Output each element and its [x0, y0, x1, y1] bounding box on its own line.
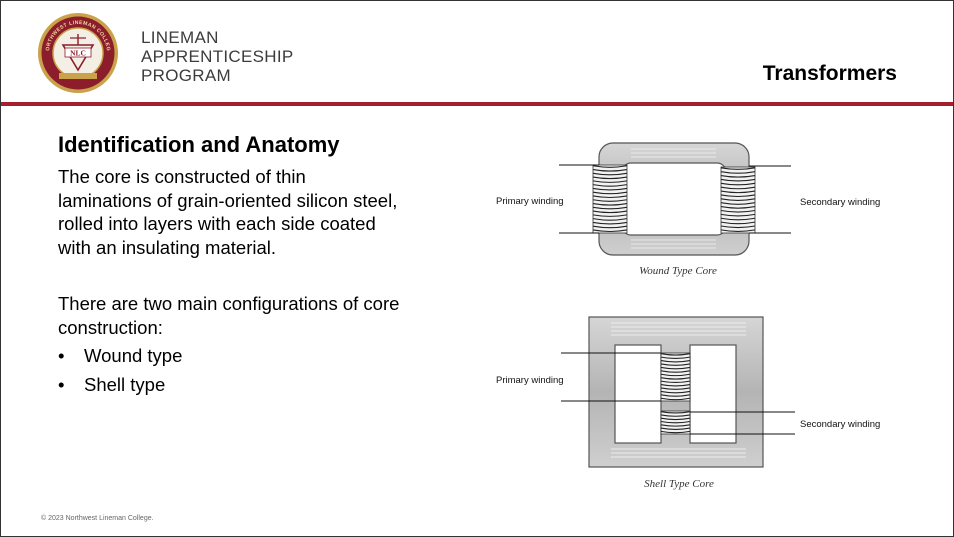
coil-turn	[592, 191, 628, 195]
copyright-footer: © 2023 Northwest Lineman College.	[41, 515, 154, 522]
coil-body	[592, 164, 628, 234]
coil-turn	[660, 397, 691, 401]
coil-turn	[660, 414, 691, 417]
coil-turn	[720, 175, 756, 178]
coil-turn	[720, 217, 756, 221]
coil-turn	[660, 417, 691, 421]
coil-body	[660, 352, 691, 402]
shell-core-diagram: Primary winding Secondary winding Shell …	[496, 316, 880, 490]
coil-turn	[592, 214, 628, 217]
right-window	[689, 344, 737, 444]
coil-turn	[592, 195, 628, 199]
wound-core-diagram: Primary winding Secondary winding Wound …	[496, 142, 880, 277]
coil-turn	[720, 178, 756, 182]
coil-turn	[720, 198, 756, 201]
coil-turn	[720, 182, 756, 186]
bullet-list: • Wound type • Shell type	[58, 344, 182, 402]
coil-turn	[660, 390, 691, 394]
coil-turn	[720, 171, 756, 174]
secondary-winding-label: Secondary winding	[800, 419, 880, 430]
secondary-coil	[720, 166, 756, 234]
primary-coil	[592, 164, 628, 234]
coil-turn	[660, 377, 691, 380]
coil-turn	[660, 384, 691, 387]
coil-turn	[592, 199, 628, 202]
primary-winding-label: Primary winding	[496, 375, 564, 386]
coil-turn	[592, 202, 628, 206]
coil-turn	[592, 165, 628, 168]
shell-core-caption: Shell Type Core	[644, 478, 714, 490]
coil-turn	[660, 430, 691, 434]
left-window	[614, 344, 662, 444]
primary-coil	[660, 352, 691, 402]
bullet-icon: •	[58, 345, 65, 366]
coil-turn	[660, 420, 691, 424]
svg-text:NLC: NLC	[70, 49, 86, 58]
program-name: LINEMAN APPRENTICESHIP PROGRAM	[141, 28, 294, 85]
coil-turn	[720, 213, 756, 217]
coil-turn	[660, 380, 691, 384]
coil-turn	[720, 194, 756, 198]
coil-turn	[720, 167, 756, 170]
coil-turn	[720, 229, 756, 232]
coil-turn	[720, 190, 756, 194]
program-line-3: PROGRAM	[141, 66, 231, 85]
coil-turn	[660, 360, 691, 363]
nlc-seal-logo: NLC NORTHWEST LINEMAN COLLEGE	[37, 12, 118, 93]
coil-turn	[592, 218, 628, 221]
coil-turn	[660, 373, 691, 377]
coil-turn	[660, 424, 691, 427]
bullet-text: Shell type	[84, 374, 166, 395]
slide-header: NLC NORTHWEST LINEMAN COLLEGE LINEMAN AP…	[1, 1, 953, 103]
coil-turn	[720, 225, 756, 229]
coil-turn	[592, 168, 628, 172]
coil-turn	[592, 180, 628, 183]
coil-turn	[592, 172, 628, 176]
wound-core-caption: Wound Type Core	[639, 265, 717, 277]
coil-turn	[592, 225, 628, 229]
secondary-winding-label: Secondary winding	[800, 197, 880, 208]
paragraph-core-construction: The core is constructed of thin laminati…	[58, 166, 398, 258]
coil-turn	[660, 427, 691, 430]
program-line-2: APPRENTICESHIP	[141, 47, 294, 66]
coil-turn	[660, 366, 691, 370]
coil-turn	[592, 221, 628, 225]
coil-turn	[592, 210, 628, 214]
coil-turn	[660, 394, 691, 397]
coil-turn	[592, 206, 628, 210]
coil-turn	[592, 176, 628, 180]
coil-turn	[720, 221, 756, 225]
secondary-coil	[660, 410, 691, 435]
list-item: • Shell type	[58, 373, 182, 402]
coil-turn	[660, 411, 691, 414]
header-divider	[1, 102, 953, 106]
coil-turn	[660, 356, 691, 360]
bullet-text: Wound type	[84, 345, 183, 366]
program-line-1: LINEMAN	[141, 28, 219, 47]
primary-winding-label: Primary winding	[496, 196, 564, 207]
coil-turn	[592, 187, 628, 191]
coil-turn	[720, 206, 756, 209]
slide-title: Transformers	[762, 62, 897, 85]
coil-turn	[592, 184, 628, 187]
bullet-icon: •	[58, 374, 65, 395]
coil-turn	[660, 387, 691, 390]
coil-turn	[660, 353, 691, 356]
coil-turn	[720, 186, 756, 190]
coil-turn	[660, 363, 691, 366]
coil-turn	[720, 202, 756, 205]
section-heading: Identification and Anatomy	[58, 132, 340, 157]
coil-turn	[592, 229, 628, 233]
core-window	[621, 162, 727, 236]
coil-turn	[660, 370, 691, 373]
list-item: • Wound type	[58, 344, 182, 373]
paragraph-configurations: There are two main configurations of cor…	[58, 293, 400, 338]
coil-turn	[720, 209, 756, 213]
